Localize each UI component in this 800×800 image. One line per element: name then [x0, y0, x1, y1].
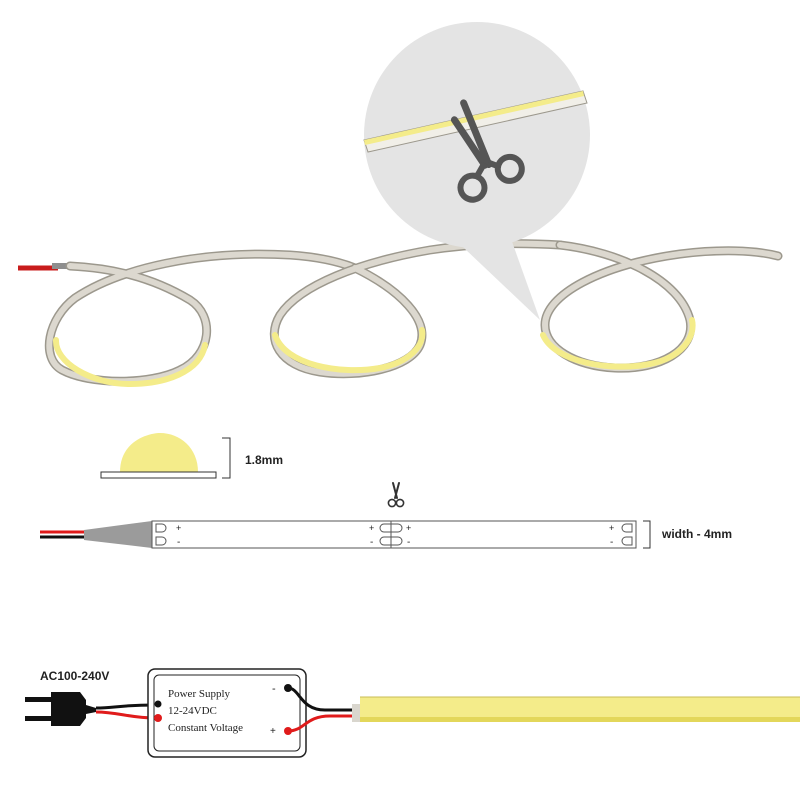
pad-right-top [621, 523, 633, 533]
strip-loop-1-face [46, 251, 358, 385]
width-label: width - 4mm [661, 527, 732, 541]
mark-mid-plus-left: + [369, 523, 374, 533]
mark-mid-plus-right: + [406, 523, 411, 533]
mark-mid-minus-left: - [370, 537, 373, 548]
cob-dome [120, 433, 198, 472]
mark-mid-minus-right: - [407, 537, 410, 548]
plug-icon [25, 692, 96, 726]
wiring-diagram: AC100-240V Power Supply 12-24VDC Constan… [25, 668, 800, 758]
pad-left-bottom [155, 536, 167, 546]
height-bracket [222, 437, 231, 479]
ac-input-label: AC100-240V [40, 669, 109, 683]
strip-loop-3-led [540, 317, 696, 370]
coiled-strip-illustration [18, 239, 783, 388]
mark-right-minus: - [610, 537, 613, 548]
zoomed-strip-led [364, 91, 584, 145]
ps-output-minus: - [272, 683, 276, 695]
power-supply-box-inner [153, 674, 301, 752]
pad-left-top [155, 523, 167, 533]
cut-scissors-icon [387, 482, 405, 508]
strip-schematic: + - + - + - + - width - 4mm [40, 482, 732, 549]
led-strip-bar-shade [360, 717, 800, 722]
strip-loop-3-face [541, 242, 781, 372]
ps-line-3: Constant Voltage [168, 722, 243, 734]
ac-wire-red [95, 710, 156, 720]
width-bracket [643, 520, 651, 549]
pad-right-bottom [621, 536, 633, 546]
dc-wire-red [287, 714, 360, 733]
strip-connector [352, 704, 362, 722]
cross-section: 1.8mm [100, 433, 283, 479]
dc-wire-black [287, 686, 360, 712]
ps-input-terminal-top [154, 700, 162, 708]
height-label: 1.8mm [245, 453, 283, 467]
strip-loop-3 [540, 240, 783, 373]
ps-line-2: 12-24VDC [168, 705, 217, 717]
ps-output-plus: + [270, 726, 276, 737]
ps-input-terminal-bottom [154, 714, 162, 722]
mark-right-plus: + [609, 523, 614, 533]
pcb-base [100, 471, 217, 479]
ps-line-1: Power Supply [168, 688, 231, 700]
strip-loop-2-led [272, 327, 426, 374]
mark-left-minus: - [177, 537, 180, 548]
strip-loop-1-led [52, 337, 208, 388]
scissors-icon [450, 99, 525, 203]
magnifier-callout [363, 22, 590, 320]
schematic-connector [84, 521, 152, 548]
mark-left-plus: + [176, 523, 181, 533]
ac-wire-black [95, 703, 156, 710]
power-supply-box-outer [147, 668, 307, 758]
